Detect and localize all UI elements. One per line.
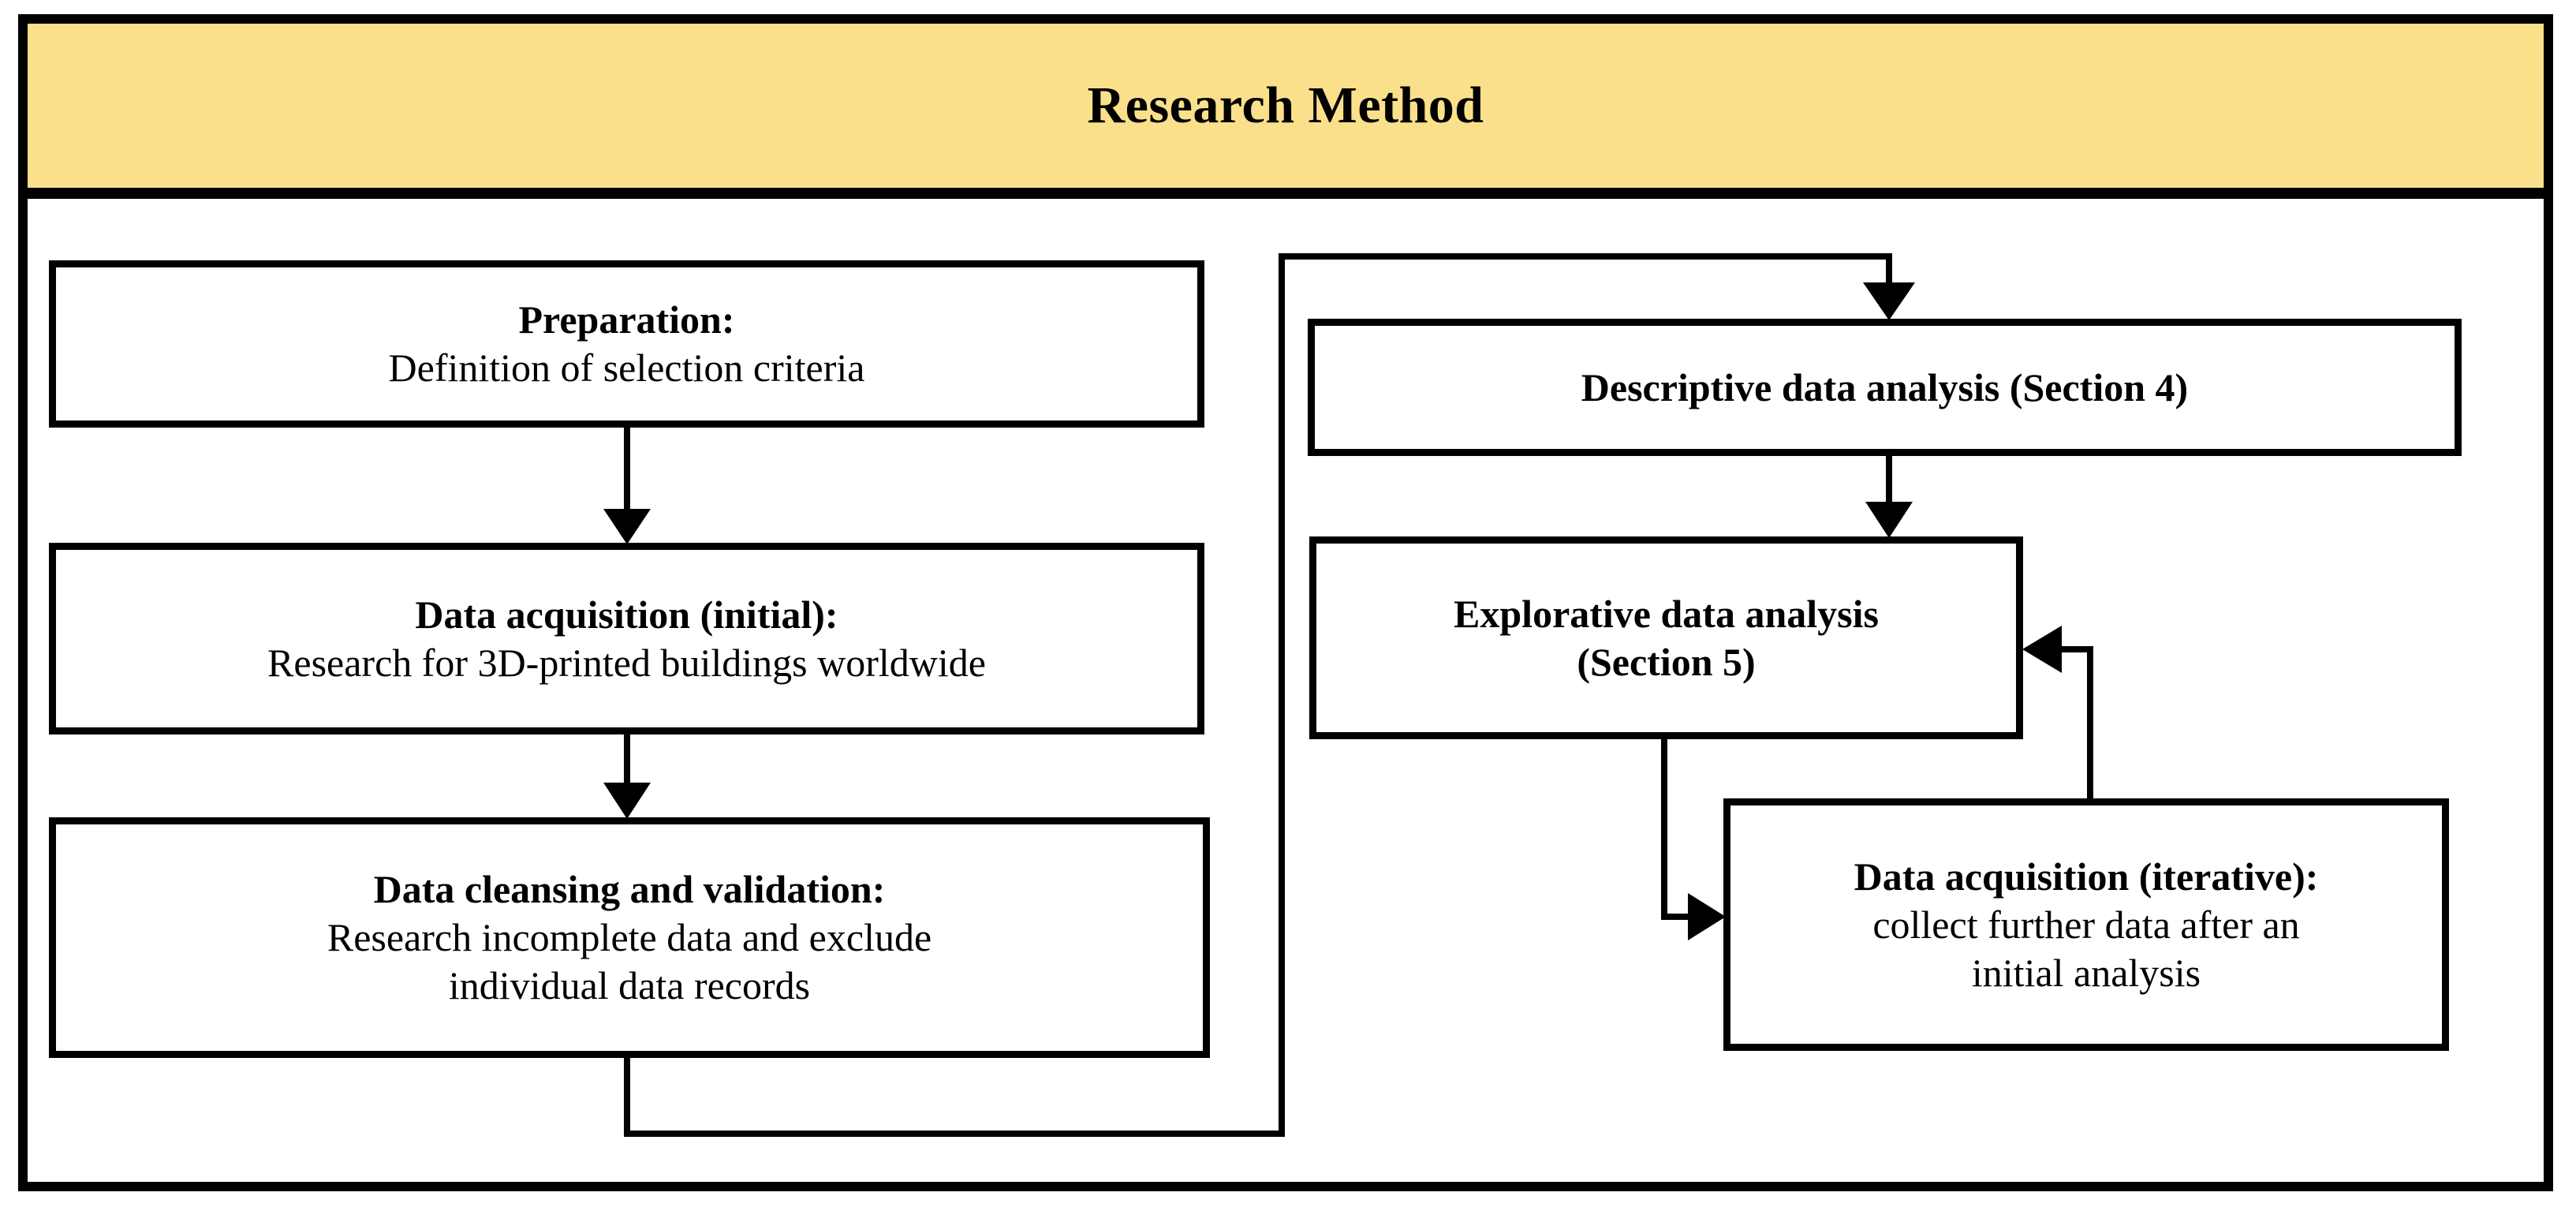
node-preparation-body: Definition of selection criteria xyxy=(388,346,865,390)
node-descriptive-data-analysis[interactable]: Descriptive data analysis (Section 4) xyxy=(1308,319,2462,456)
node-data-cleansing-validation-heading: Data cleansing and validation: xyxy=(373,867,886,911)
page-title: Research Method xyxy=(1087,76,1484,134)
node-explorative-data-analysis-heading-line1: Explorative data analysis xyxy=(1454,591,1879,636)
node-data-cleansing-validation[interactable]: Data cleansing and validation: Research … xyxy=(49,817,1210,1058)
node-data-acquisition-initial-body: Research for 3D-printed buildings worldw… xyxy=(267,640,986,685)
node-descriptive-data-analysis-heading: Descriptive data analysis (Section 4) xyxy=(1581,364,2189,409)
node-data-acquisition-iterative-body-line2: initial analysis xyxy=(1971,950,2201,995)
node-explorative-data-analysis-heading-line2: (Section 5) xyxy=(1577,639,1756,684)
node-data-acquisition-iterative-body-line1: collect further data after an xyxy=(1872,902,2300,947)
node-data-acquisition-iterative[interactable]: Data acquisition (iterative): collect fu… xyxy=(1723,798,2449,1051)
diagram-title-banner: Research Method xyxy=(28,24,2544,188)
node-data-acquisition-iterative-heading: Data acquisition (iterative): xyxy=(1854,854,2319,899)
node-data-cleansing-validation-body-line1: Research incomplete data and exclude xyxy=(327,915,932,959)
node-preparation-heading: Preparation: xyxy=(518,297,735,342)
node-preparation[interactable]: Preparation: Definition of selection cri… xyxy=(49,260,1204,428)
node-data-acquisition-initial[interactable]: Data acquisition (initial): Research for… xyxy=(49,543,1204,734)
node-explorative-data-analysis[interactable]: Explorative data analysis (Section 5) xyxy=(1309,536,2023,739)
node-data-acquisition-initial-heading: Data acquisition (initial): xyxy=(415,592,838,637)
title-banner-divider xyxy=(28,188,2544,199)
node-data-cleansing-validation-body-line2: individual data records xyxy=(448,963,811,1007)
